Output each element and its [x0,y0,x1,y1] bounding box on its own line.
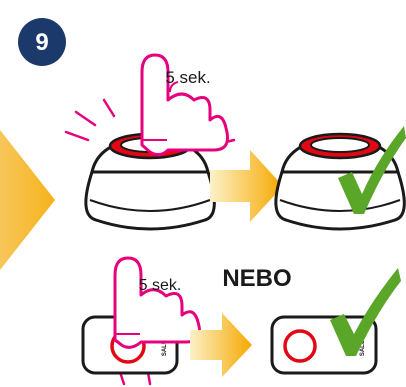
pointing-hand-icon [115,258,200,347]
press-duration-label: 5 sek. [165,68,210,87]
arrow-right-icon [210,150,283,222]
arrow-right-icon [0,130,55,270]
step-number: 9 [35,29,48,56]
step-badge: 9 [18,18,66,66]
press-duration-label-small: 5 sek. [139,277,182,294]
alternative-label: NEBO [222,265,291,292]
